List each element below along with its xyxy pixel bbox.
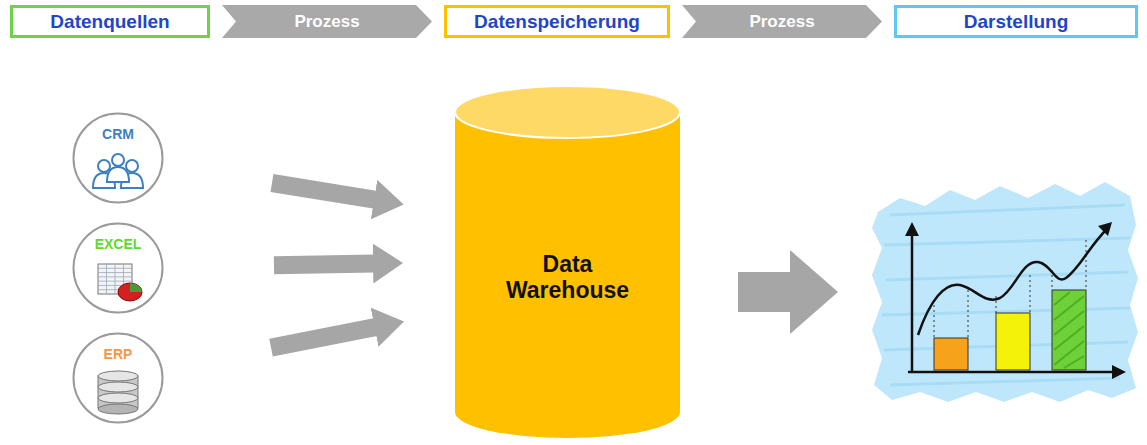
trend-curve	[918, 228, 1108, 335]
bar-yellow	[996, 313, 1030, 370]
cylinder-top	[455, 86, 680, 138]
chevron-shape	[682, 5, 882, 38]
header-box: Darstellung	[894, 5, 1138, 38]
source-circle: CRM	[72, 112, 164, 204]
circ-outline	[72, 332, 164, 424]
chart-texture	[882, 205, 1130, 385]
circ-outline	[72, 222, 164, 314]
bar-hatching	[1054, 292, 1084, 368]
header-box: Datenquellen	[10, 5, 210, 38]
axis-arrowheads	[905, 222, 1126, 379]
chevron-shape	[222, 5, 432, 38]
circle-outline	[74, 224, 163, 313]
header-label: Datenspeicherung	[474, 11, 640, 33]
source-circle: EXCEL	[72, 222, 164, 314]
process-chevron: Prozess	[682, 5, 882, 38]
bar-orange	[934, 338, 968, 370]
header-box: Datenspeicherung	[444, 5, 670, 38]
process-chevron: Prozess	[222, 5, 432, 38]
circle-outline	[74, 334, 163, 423]
sheet-icon	[98, 264, 142, 301]
axes	[908, 232, 1115, 372]
flow-arrow	[272, 183, 376, 200]
source-label: EXCEL	[95, 236, 142, 252]
storage-label: Data Warehouse	[498, 251, 638, 304]
chart-background	[872, 182, 1138, 402]
bar-green	[1052, 290, 1086, 370]
source-label: ERP	[104, 346, 133, 362]
process-label: Prozess	[749, 12, 814, 32]
flow-arrow	[274, 263, 375, 265]
block-arrow	[738, 250, 838, 334]
circle-outline	[74, 114, 163, 203]
db-icon	[98, 371, 138, 414]
source-circle: ERP	[72, 332, 164, 424]
cylinder-body	[455, 112, 680, 438]
flow-arrow	[271, 327, 376, 348]
header-label: Datenquellen	[50, 11, 169, 33]
chart-illustration	[872, 182, 1138, 402]
source-label: CRM	[102, 126, 134, 142]
header-label: Darstellung	[964, 11, 1069, 33]
circ-outline	[72, 112, 164, 204]
people-icon	[93, 154, 143, 188]
warehouse-cylinder: Data Warehouse	[455, 86, 680, 438]
process-label: Prozess	[294, 12, 359, 32]
curve-arrowhead	[1098, 222, 1112, 236]
